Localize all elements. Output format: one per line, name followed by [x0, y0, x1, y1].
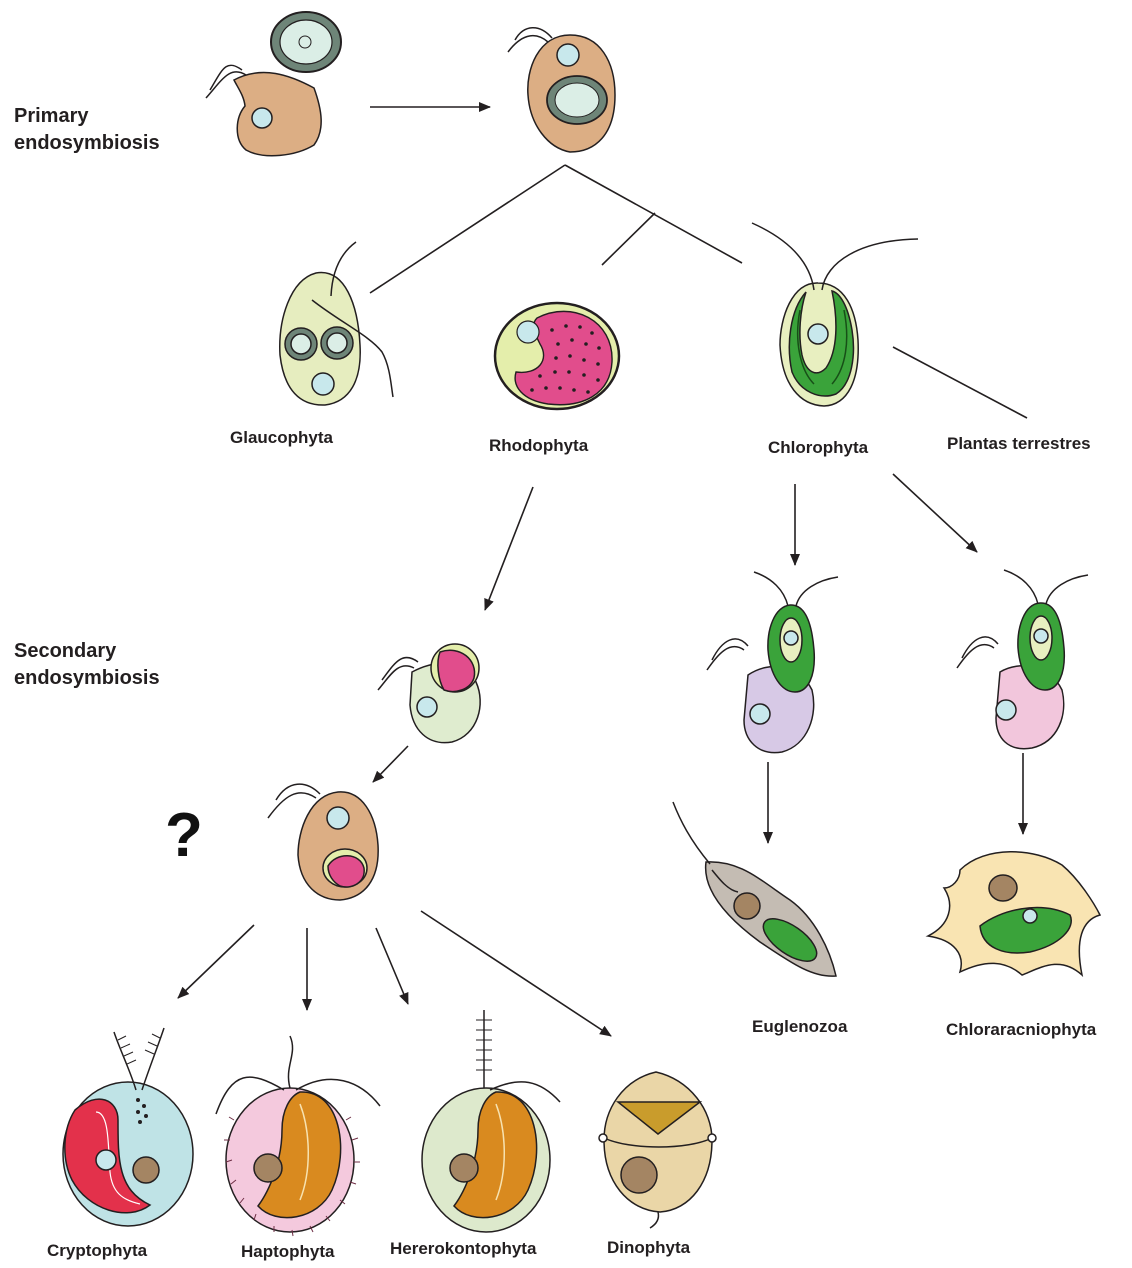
- dinophyta-cell: [599, 1072, 716, 1228]
- primary-endosymbiosis-label: Primary endosymbiosis: [14, 103, 160, 157]
- secondary-red-host: [378, 644, 480, 743]
- rhodophyta-cell: [495, 303, 619, 409]
- secondary-green-host-2: [957, 570, 1088, 749]
- primary-product-cell: [508, 28, 615, 152]
- chlorophyta-cell: [752, 223, 918, 406]
- secondary-label-line1: Secondary: [14, 638, 160, 665]
- label-euglenozoa: Euglenozoa: [752, 1017, 847, 1037]
- question-mark: ?: [165, 800, 203, 871]
- label-rhodophyta: Rhodophyta: [489, 436, 588, 456]
- secondary-label-line2: endosymbiosis: [14, 665, 160, 692]
- label-chlorophyta: Chlorophyta: [768, 438, 868, 458]
- arrow-rhodo-down: [485, 487, 533, 610]
- label-glaucophyta: Glaucophyta: [230, 428, 333, 448]
- arrow-to-crypto: [178, 925, 254, 998]
- chlorarachniophyta-cell: [928, 852, 1100, 975]
- label-plantas-terrestres: Plantas terrestres: [947, 434, 1091, 454]
- euglenozoa-cell: [673, 802, 836, 976]
- arrow-red-down: [373, 746, 408, 782]
- arrow-to-dino: [421, 911, 611, 1036]
- label-dinophyta: Dinophyta: [607, 1238, 690, 1258]
- secondary-green-host-1: [707, 572, 838, 753]
- label-cryptophyta: Cryptophyta: [47, 1241, 147, 1261]
- cryptophyta-cell: [63, 1028, 193, 1226]
- chromalveolate-ancestor: [268, 784, 378, 900]
- label-chlorarachniophyta: Chloraracniophyta: [946, 1020, 1096, 1040]
- heterokontophyta-cell: [422, 1010, 560, 1232]
- arrow-to-hetero: [376, 928, 408, 1004]
- tree-line-rhodo: [602, 213, 655, 265]
- primary-host-cell: [206, 65, 321, 156]
- primary-label-line2: endosymbiosis: [14, 130, 160, 157]
- tree-line-left: [370, 165, 565, 293]
- tree-line-land: [893, 347, 1027, 418]
- label-haptophyta: Haptophyta: [241, 1242, 335, 1262]
- secondary-endosymbiosis-label: Secondary endosymbiosis: [14, 638, 160, 692]
- arrow-chloro-diag: [893, 474, 977, 552]
- cyanobacterium: [271, 12, 341, 72]
- glaucophyta-cell: [280, 242, 393, 405]
- haptophyta-cell: [216, 1036, 380, 1236]
- label-heterokontophyta: Hererokontophyta: [390, 1239, 536, 1259]
- primary-label-line1: Primary: [14, 103, 160, 130]
